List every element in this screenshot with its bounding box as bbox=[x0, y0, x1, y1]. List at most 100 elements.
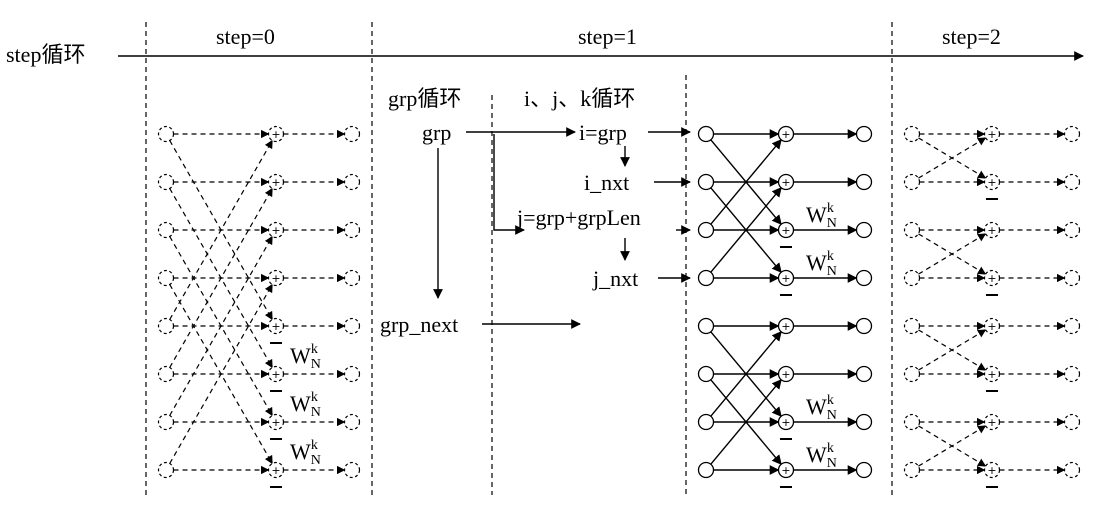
output-node bbox=[855, 365, 873, 383]
input-node bbox=[697, 413, 715, 431]
adder-plus-sign: + bbox=[987, 224, 996, 237]
step0-butterflies: ++++++++ bbox=[157, 125, 361, 488]
input-node bbox=[697, 461, 715, 479]
grp-loop-label: grp循环 bbox=[388, 86, 461, 111]
j-nxt-label: j_nxt bbox=[592, 266, 638, 291]
output-node bbox=[343, 125, 361, 143]
input-node bbox=[157, 317, 175, 335]
adder-plus-sign: + bbox=[987, 320, 996, 333]
adder-plus-sign: + bbox=[271, 176, 280, 189]
twiddle-factor-label: WNk bbox=[806, 441, 837, 471]
input-node bbox=[903, 413, 921, 431]
output-node bbox=[855, 269, 873, 287]
input-node bbox=[157, 269, 175, 287]
twiddle-factor-label: WNk bbox=[806, 393, 837, 423]
grp-next-label: grp_next bbox=[380, 312, 458, 337]
step-1-header: step=1 bbox=[578, 24, 637, 49]
output-node bbox=[343, 461, 361, 479]
ijk-loop-label: i、j、k循环 bbox=[524, 86, 635, 111]
input-node bbox=[903, 173, 921, 191]
butterfly-edge bbox=[918, 137, 987, 179]
butterfly-edge bbox=[169, 283, 273, 464]
adder-plus-sign: + bbox=[271, 416, 280, 429]
twiddle-factor-label: WNk bbox=[290, 390, 321, 420]
step-loop-label: step循环 bbox=[6, 42, 85, 67]
input-node bbox=[903, 365, 921, 383]
input-node bbox=[903, 125, 921, 143]
step2-butterflies: + + + + + + + + bbox=[903, 125, 1081, 488]
twiddle-factor-label: WNk bbox=[290, 438, 321, 468]
output-node bbox=[1063, 317, 1081, 335]
butterfly-edge bbox=[710, 379, 782, 465]
input-node bbox=[697, 317, 715, 335]
input-node bbox=[157, 413, 175, 431]
output-node bbox=[343, 221, 361, 239]
step1-butterflies: + + + + + + + + bbox=[697, 125, 873, 488]
adder-plus-sign: + bbox=[271, 128, 280, 141]
input-node bbox=[903, 317, 921, 335]
input-node bbox=[903, 221, 921, 239]
adder-plus-sign: + bbox=[271, 224, 280, 237]
adder-plus-sign: + bbox=[271, 272, 280, 285]
adder-plus-sign: + bbox=[271, 464, 280, 477]
output-node bbox=[855, 173, 873, 191]
adder-plus-sign: + bbox=[987, 128, 996, 141]
control-flow-arrows bbox=[433, 127, 691, 329]
output-node bbox=[1063, 413, 1081, 431]
output-node bbox=[1063, 125, 1081, 143]
twiddle-factor-label: WNk bbox=[806, 249, 837, 279]
adder-plus-sign: + bbox=[781, 416, 790, 429]
output-node bbox=[855, 317, 873, 335]
input-node bbox=[157, 365, 175, 383]
adder-plus-sign: + bbox=[781, 320, 790, 333]
input-node bbox=[157, 221, 175, 239]
step-2-header: step=2 bbox=[942, 24, 1001, 49]
adder-plus-sign: + bbox=[987, 272, 996, 285]
adder-plus-sign: + bbox=[271, 368, 280, 381]
input-node bbox=[157, 125, 175, 143]
output-node bbox=[343, 413, 361, 431]
adder-plus-sign: + bbox=[987, 416, 996, 429]
grp-label: grp bbox=[422, 120, 451, 145]
adder-plus-sign: + bbox=[987, 368, 996, 381]
butterfly-edge bbox=[918, 233, 987, 275]
input-node bbox=[157, 173, 175, 191]
adder-plus-sign: + bbox=[781, 368, 790, 381]
j-grp-label: j=grp+grpLen bbox=[516, 205, 641, 230]
i-nxt-label: i_nxt bbox=[584, 170, 629, 195]
butterfly-edge bbox=[169, 235, 273, 416]
butterfly-edge bbox=[710, 187, 782, 273]
output-node bbox=[1063, 173, 1081, 191]
output-node bbox=[1063, 221, 1081, 239]
adder-plus-sign: + bbox=[987, 464, 996, 477]
output-node bbox=[343, 317, 361, 335]
output-node bbox=[1063, 269, 1081, 287]
output-node bbox=[343, 365, 361, 383]
butterfly-edge bbox=[918, 329, 987, 371]
adder-plus-sign: + bbox=[987, 176, 996, 189]
adder-plus-sign: + bbox=[781, 272, 790, 285]
twiddle-factor-label: WNk bbox=[806, 201, 837, 231]
output-node bbox=[343, 173, 361, 191]
adder-plus-sign: + bbox=[781, 128, 790, 141]
output-node bbox=[855, 125, 873, 143]
output-node bbox=[343, 269, 361, 287]
input-node bbox=[903, 461, 921, 479]
adder-plus-sign: + bbox=[781, 464, 790, 477]
output-node bbox=[1063, 365, 1081, 383]
i-grp-label: i=grp bbox=[579, 120, 627, 145]
input-node bbox=[697, 269, 715, 287]
output-node bbox=[855, 461, 873, 479]
input-node bbox=[903, 269, 921, 287]
input-node bbox=[697, 173, 715, 191]
output-node bbox=[1063, 461, 1081, 479]
adder-plus-sign: + bbox=[781, 224, 790, 237]
output-node bbox=[855, 221, 873, 239]
input-node bbox=[697, 221, 715, 239]
input-node bbox=[697, 125, 715, 143]
adder-plus-sign: + bbox=[781, 176, 790, 189]
input-node bbox=[157, 461, 175, 479]
twiddle-factor-label: WNk bbox=[290, 342, 321, 372]
